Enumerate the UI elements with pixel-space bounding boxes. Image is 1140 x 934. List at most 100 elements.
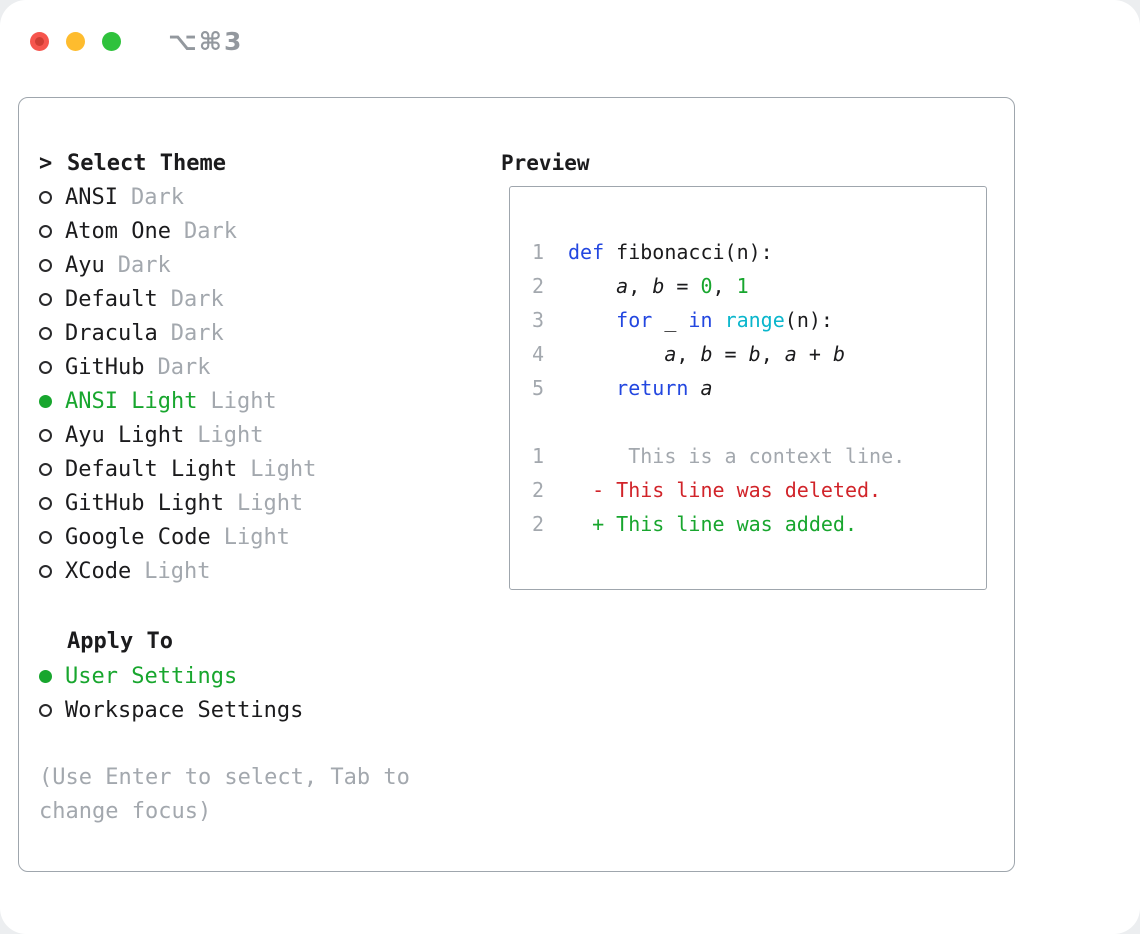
code-token: in bbox=[688, 308, 713, 332]
minimize-window-button[interactable] bbox=[66, 32, 85, 51]
line-number: 4 bbox=[532, 342, 545, 366]
theme-option-google-code[interactable]: Google Code Light bbox=[39, 520, 451, 554]
apply-option-label: User Settings bbox=[65, 663, 238, 689]
radio-unselected-icon bbox=[39, 224, 52, 238]
code-token: 1 bbox=[736, 274, 749, 298]
radio-unselected-icon bbox=[39, 530, 52, 544]
code-token: return bbox=[616, 376, 689, 400]
line-number: 1 bbox=[532, 444, 545, 468]
code-token: , bbox=[760, 342, 785, 366]
code-token bbox=[568, 342, 664, 366]
theme-variant: Light bbox=[144, 558, 211, 584]
radio-selected-icon bbox=[39, 669, 52, 683]
line-number: 1 bbox=[532, 240, 545, 264]
select-theme-title: > Select Theme bbox=[39, 146, 451, 180]
code-line: 3 for _ in range(n): bbox=[532, 303, 986, 337]
code-token bbox=[568, 308, 616, 332]
code-token: b bbox=[748, 342, 761, 366]
code-line bbox=[532, 405, 986, 439]
code-token: b bbox=[652, 274, 665, 298]
theme-variant: Dark bbox=[170, 286, 224, 312]
code-token bbox=[568, 274, 616, 298]
line-number: 2 bbox=[532, 274, 545, 298]
code-line: 2 - This line was deleted. bbox=[532, 473, 986, 507]
theme-name: Google Code bbox=[65, 524, 211, 550]
theme-name: GitHub bbox=[65, 354, 145, 380]
code-line: 2 a, b = 0, 1 bbox=[532, 269, 986, 303]
code-token: b bbox=[832, 342, 845, 366]
zoom-window-button[interactable] bbox=[102, 32, 121, 51]
theme-name: Dracula bbox=[65, 320, 158, 346]
radio-selected-icon bbox=[39, 394, 52, 408]
line-number: 2 bbox=[532, 512, 545, 536]
theme-variant: Dark bbox=[183, 218, 237, 244]
code-token: , bbox=[712, 274, 737, 298]
radio-unselected-icon bbox=[39, 292, 52, 306]
theme-option-ayu[interactable]: Ayu Dark bbox=[39, 248, 451, 282]
radio-unselected-icon bbox=[39, 258, 52, 272]
theme-option-ansi[interactable]: ANSI Dark bbox=[39, 180, 451, 214]
theme-option-github-light[interactable]: GitHub Light Light bbox=[39, 486, 451, 520]
code-token: fibonacci(n): bbox=[604, 240, 773, 264]
code-line: 5 return a bbox=[532, 371, 986, 405]
radio-unselected-icon bbox=[39, 496, 52, 510]
code-token: + This line was added. bbox=[568, 512, 857, 536]
window-shortcut-label: ⌥⌘3 bbox=[168, 27, 244, 56]
radio-unselected-icon bbox=[39, 564, 52, 578]
radio-unselected-icon bbox=[39, 326, 52, 340]
code-token: This is a context line. bbox=[568, 444, 906, 468]
code-token: range bbox=[724, 308, 785, 332]
theme-option-default[interactable]: Default Dark bbox=[39, 282, 451, 316]
theme-variant: Light bbox=[223, 524, 290, 550]
apply-option-user-settings[interactable]: User Settings bbox=[39, 659, 451, 693]
code-line: 4 a, b = b, a + b bbox=[532, 337, 986, 371]
preview-title: Preview bbox=[501, 151, 590, 175]
theme-variant: Dark bbox=[130, 184, 184, 210]
line-number: 2 bbox=[532, 478, 545, 502]
theme-name: Ayu Light bbox=[65, 422, 185, 448]
theme-name: Ayu bbox=[65, 252, 105, 278]
apply-to-title: Apply To bbox=[67, 629, 173, 654]
code-line: 1 This is a context line. bbox=[532, 439, 986, 473]
line-number: 5 bbox=[532, 376, 545, 400]
theme-name: Default bbox=[65, 286, 158, 312]
code-token: for bbox=[616, 308, 653, 332]
code-token: a bbox=[700, 376, 713, 400]
hint-text: (Use Enter to select, Tab to change focu… bbox=[39, 765, 410, 824]
theme-variant: Light bbox=[197, 422, 264, 448]
theme-variant: Light bbox=[250, 456, 317, 482]
apply-option-workspace-settings[interactable]: Workspace Settings bbox=[39, 693, 451, 727]
radio-unselected-icon bbox=[39, 190, 52, 204]
code-token: + bbox=[796, 342, 833, 366]
code-token bbox=[568, 376, 616, 400]
theme-name: GitHub Light bbox=[65, 490, 224, 516]
theme-variant: Dark bbox=[170, 320, 224, 346]
prompt-caret-icon: > bbox=[39, 150, 53, 176]
code-token: = bbox=[664, 274, 701, 298]
theme-variant: Light bbox=[236, 490, 304, 516]
radio-unselected-icon bbox=[39, 360, 52, 374]
theme-variant: Dark bbox=[117, 252, 171, 278]
code-token bbox=[688, 376, 700, 400]
theme-option-dracula[interactable]: Dracula Dark bbox=[39, 316, 451, 350]
theme-name: Atom One bbox=[65, 218, 171, 244]
select-theme-title-text: Select Theme bbox=[67, 150, 226, 176]
code-token: a bbox=[784, 342, 797, 366]
code-token bbox=[713, 308, 725, 332]
close-window-button[interactable] bbox=[30, 32, 49, 51]
line-number: 3 bbox=[532, 308, 545, 332]
code-token: = bbox=[712, 342, 749, 366]
theme-variant: Light bbox=[210, 388, 277, 414]
code-token: def bbox=[568, 240, 605, 264]
theme-option-ayu-light[interactable]: Ayu Light Light bbox=[39, 418, 451, 452]
theme-name: Default Light bbox=[65, 456, 238, 482]
code-token: , bbox=[676, 342, 701, 366]
theme-name: ANSI bbox=[65, 184, 118, 210]
theme-option-atom-one[interactable]: Atom One Dark bbox=[39, 214, 451, 248]
theme-option-default-light[interactable]: Default Light Light bbox=[39, 452, 451, 486]
